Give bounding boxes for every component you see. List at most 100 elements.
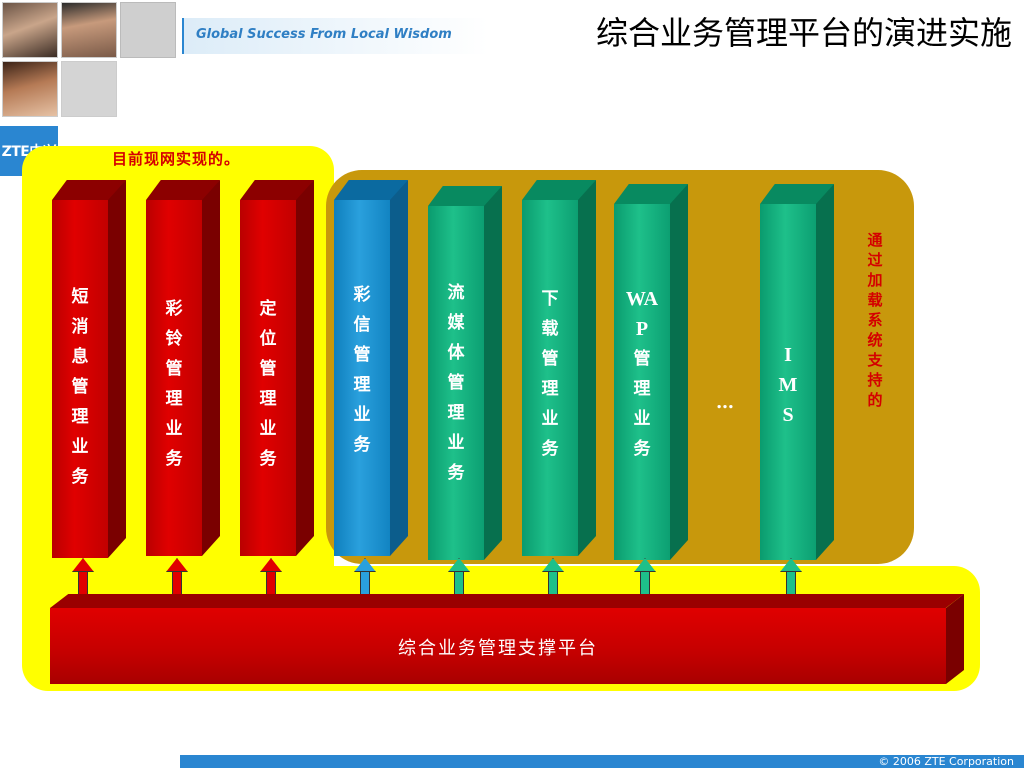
tagline-banner	[182, 18, 488, 54]
footer-bar	[0, 755, 1024, 768]
arrow-stem	[360, 571, 370, 598]
loaded-label-char: 通	[867, 231, 883, 249]
arrow-head	[542, 558, 564, 572]
loaded-label-char: 载	[867, 291, 883, 309]
pillar-label-line: 务	[541, 439, 559, 459]
pillar-label-line: 务	[165, 449, 183, 469]
arrow-head	[448, 558, 470, 572]
service-pillar-sms: 短消息管理业务	[52, 180, 126, 558]
loaded-label-char: 支	[867, 351, 883, 369]
pillar-label-line: 理	[165, 389, 183, 409]
loaded-label-char: 统	[867, 331, 883, 349]
pillar-label: 短消息管理业务	[52, 282, 108, 492]
arrow-stem	[172, 571, 182, 598]
pillar-side-face	[108, 180, 126, 558]
pillar-label-line: 管	[353, 345, 371, 365]
gray-tile-top	[120, 2, 176, 58]
arrow-head	[72, 558, 94, 572]
pillar-label-line: 息	[71, 347, 89, 367]
pillar-label: 流媒体管理业务	[428, 278, 484, 488]
copyright: © 2006 ZTE Corporation	[878, 755, 1014, 768]
pillar-label-line: 业	[541, 409, 559, 429]
arrow-stem	[640, 571, 650, 598]
pillar-label-line: 短	[71, 287, 89, 307]
arrow-stem	[266, 571, 276, 598]
up-arrow-icon	[780, 558, 802, 598]
pillar-label-line: 理	[353, 375, 371, 395]
pillar-front-face	[428, 206, 484, 560]
pillar-label-line: 下	[541, 289, 559, 309]
person-photo-2	[61, 2, 117, 58]
pillar-side-face	[578, 180, 596, 556]
pillar-label-line: P	[635, 318, 649, 340]
tagline: Global Success From Local Wisdom	[196, 27, 452, 42]
pillar-label-line: 载	[541, 319, 559, 339]
pillar-side-face	[484, 186, 502, 560]
pillar-top-face	[522, 180, 596, 200]
pillar-label-line: 业	[353, 405, 371, 425]
slide-title: 综合业务管理平台的演进实施	[595, 14, 1012, 52]
pillar-side-face	[202, 180, 220, 556]
more-services-ellipsis: …	[716, 392, 734, 413]
arrow-head	[354, 558, 376, 572]
platform-label: 综合业务管理支撑平台	[398, 638, 598, 659]
pillar-label: 下载管理业务	[522, 284, 578, 464]
arrow-head	[260, 558, 282, 572]
pillar-front-face	[146, 200, 202, 556]
pillar-label-line: 管	[633, 349, 651, 369]
arrow-head	[780, 558, 802, 572]
up-arrow-icon	[542, 558, 564, 598]
pillar-front-face	[760, 204, 816, 560]
person-photo-3	[2, 61, 58, 117]
platform-side-face	[946, 594, 964, 684]
pillar-label-line: 务	[353, 435, 371, 455]
gray-tile	[61, 61, 117, 117]
pillar-side-face	[670, 184, 688, 560]
platform-front-face	[50, 608, 946, 684]
pillar-label: 彩信管理业务	[334, 280, 390, 460]
service-pillar-download: 下载管理业务	[522, 180, 596, 556]
pillar-label-line: 务	[71, 467, 89, 487]
up-arrow-icon	[260, 558, 282, 598]
up-arrow-icon	[166, 558, 188, 598]
pillar-label-line: 信	[353, 315, 371, 335]
pillar-top-face	[760, 184, 834, 204]
header-photo-collage	[0, 0, 120, 118]
pillar-side-face	[816, 184, 834, 560]
service-pillar-streaming: 流媒体管理业务	[428, 186, 502, 560]
pillar-top-face	[334, 180, 408, 200]
arrow-stem	[454, 571, 464, 598]
support-platform: 综合业务管理支撑平台	[50, 594, 964, 684]
pillar-label-line: 彩	[353, 285, 371, 305]
pillar-label-line: 务	[259, 449, 277, 469]
arrow-stem	[78, 571, 88, 598]
pillar-label-line: 业	[447, 433, 465, 453]
pillar-label-line: 理	[541, 379, 559, 399]
arrow-head	[634, 558, 656, 572]
pillar-front-face	[522, 200, 578, 556]
loaded-label-char: 持	[867, 371, 883, 389]
up-arrow-icon	[354, 558, 376, 598]
pillar-label-line: I	[784, 344, 792, 366]
pillar-label-line: 务	[447, 463, 465, 483]
pillar-label-line: 体	[447, 343, 465, 363]
pillar-label: 彩铃管理业务	[146, 294, 202, 474]
pillar-label-line: 位	[259, 329, 277, 349]
person-photo-1	[2, 2, 58, 58]
pillar-top-face	[240, 180, 314, 200]
pillar-label-line: 业	[633, 409, 651, 429]
pillar-label-line: 管	[71, 377, 89, 397]
platform-top-face	[50, 594, 964, 608]
loaded-services-label: 通过加载系统支持的	[862, 230, 888, 410]
service-pillar-crbt: 彩铃管理业务	[146, 180, 220, 556]
service-pillar-mms: 彩信管理业务	[334, 180, 408, 556]
up-arrow-icon	[72, 558, 94, 598]
arrow-stem	[548, 571, 558, 598]
service-pillar-location: 定位管理业务	[240, 180, 314, 556]
pillar-label-line: 媒	[447, 313, 465, 333]
pillar-label-line: 定	[259, 299, 277, 319]
pillar-side-face	[390, 180, 408, 556]
